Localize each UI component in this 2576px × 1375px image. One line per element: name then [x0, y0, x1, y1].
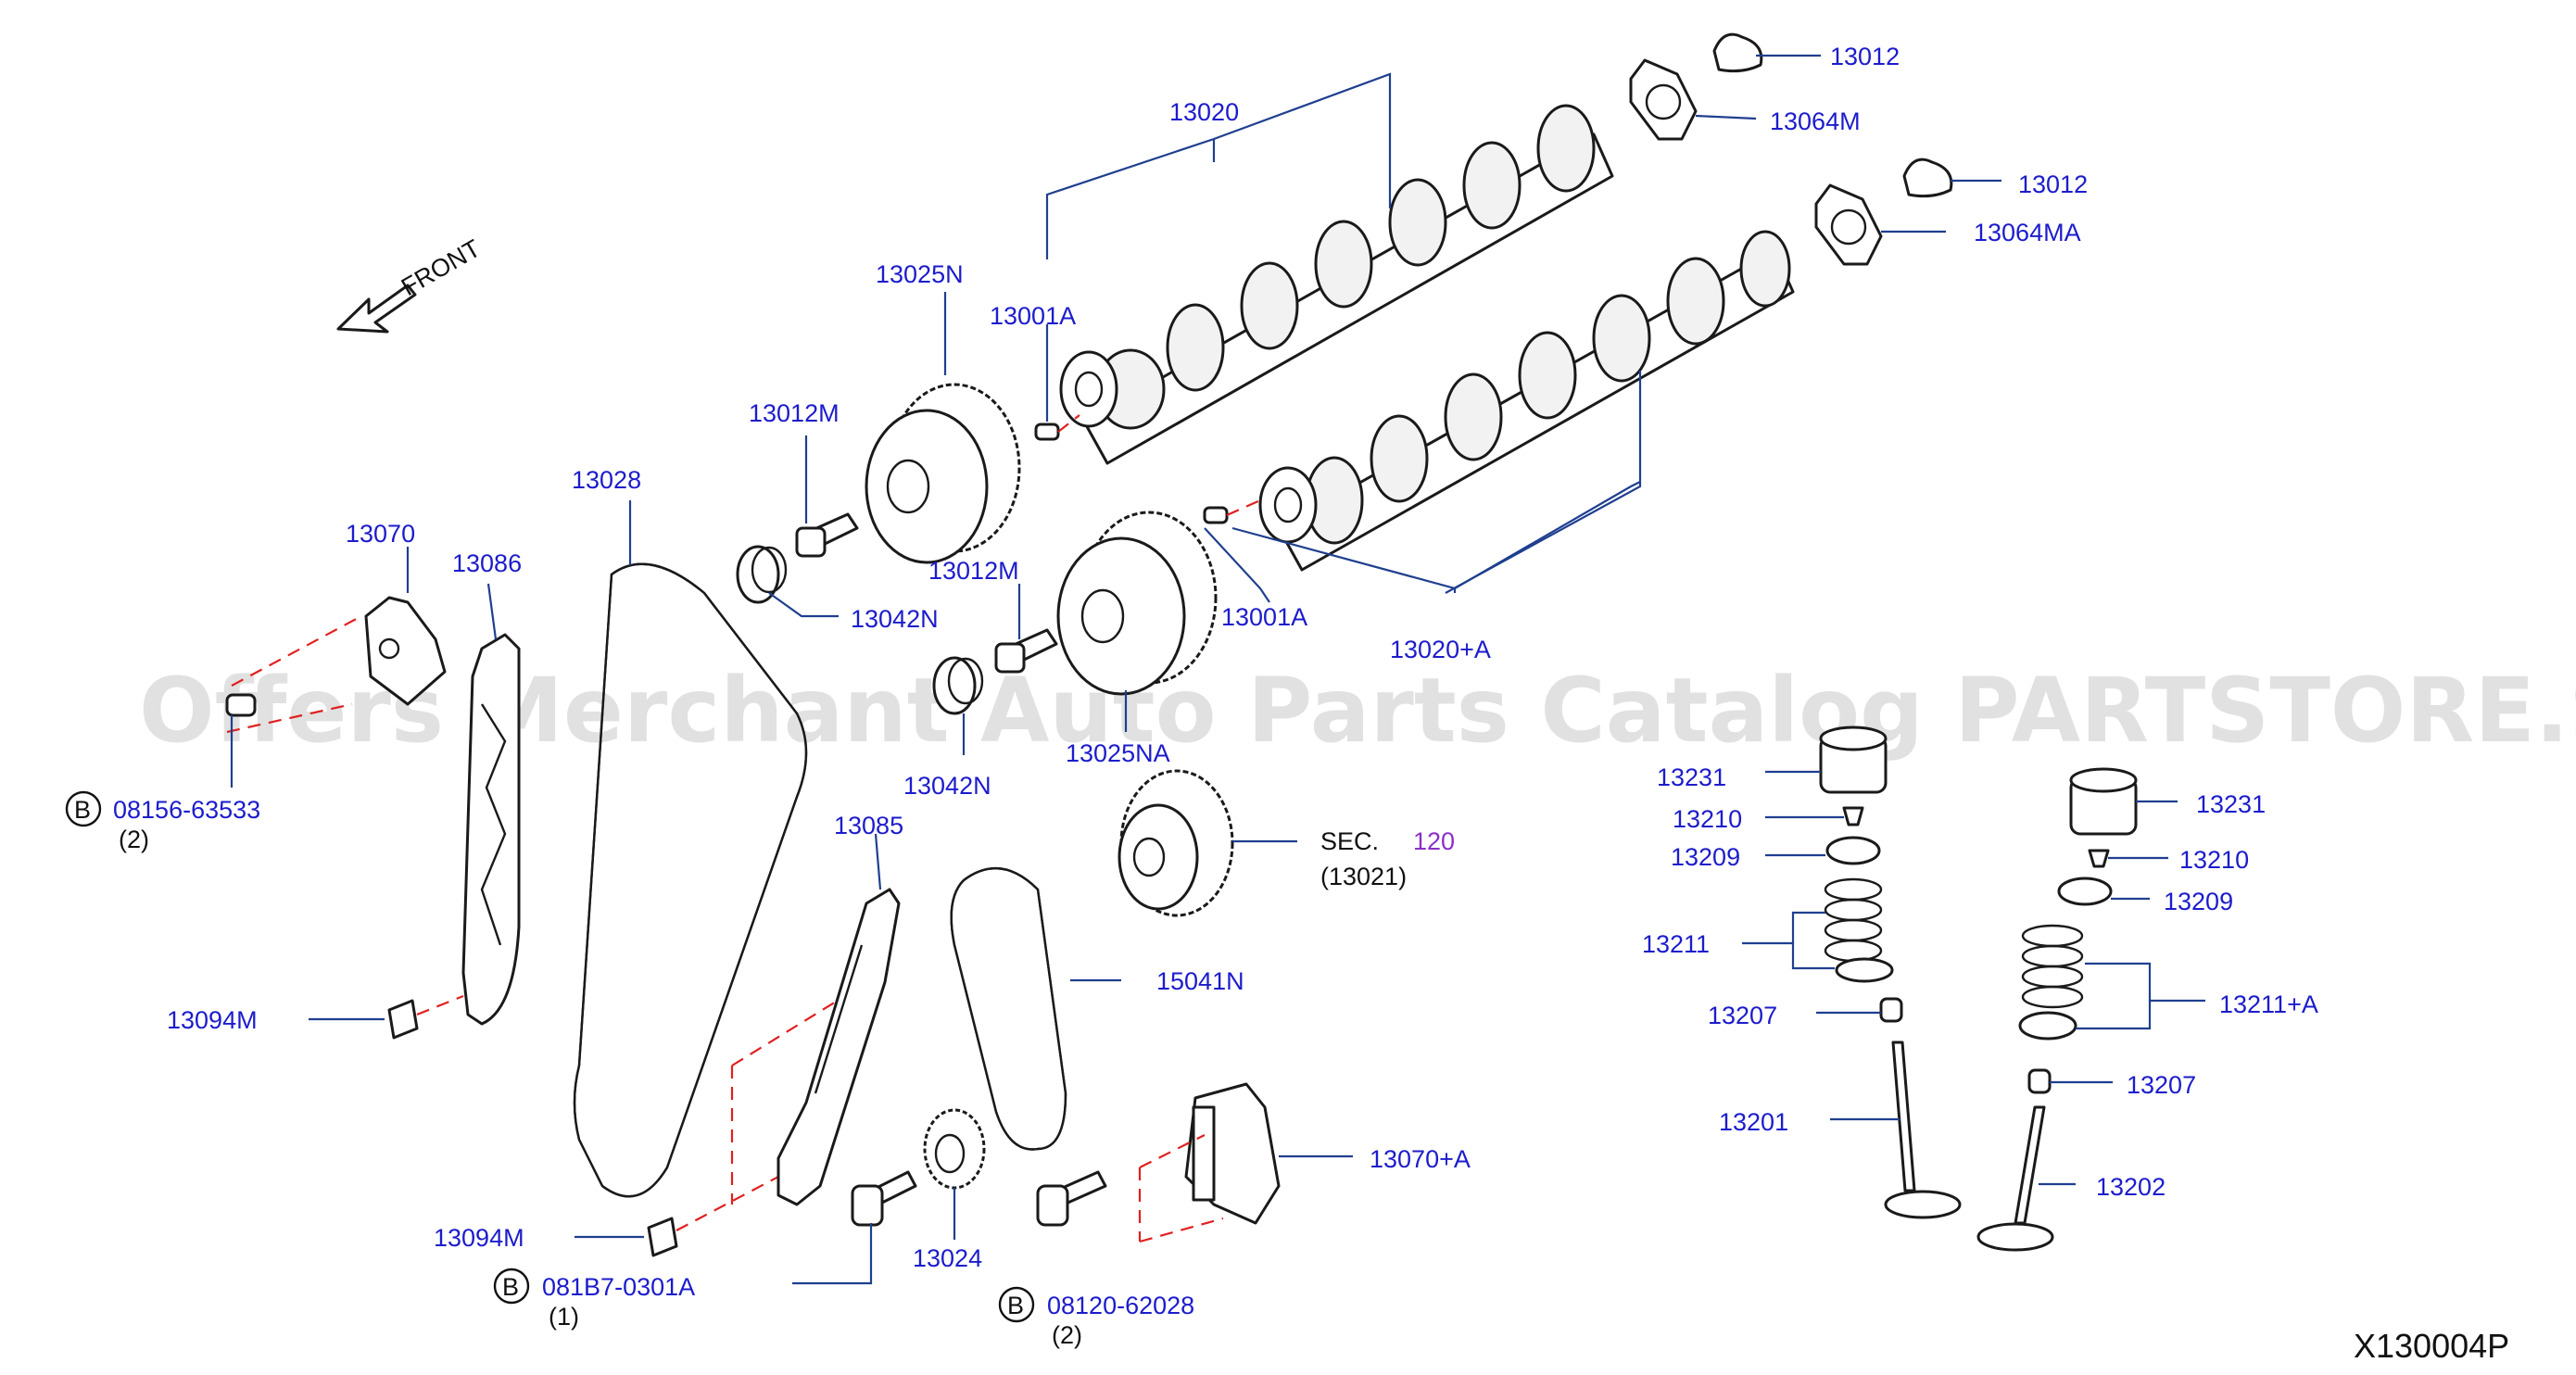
label-13064M: 13064M [1770, 107, 1861, 135]
front-label: FRONT [397, 234, 486, 301]
valve-13201 [1884, 1041, 1962, 1219]
label-13012M-a: 13012M [749, 399, 840, 427]
timing-chain-13028 [573, 562, 808, 1198]
label-13086: 13086 [452, 549, 522, 577]
valve-seal-13207-a [1879, 997, 1903, 1023]
spring-retainer-13209-b [2057, 877, 2113, 906]
dowel-pin-13001A-a [1034, 423, 1060, 441]
label-13001A-b: 13001A [1221, 603, 1307, 631]
valve-seal-13207-b [2027, 1068, 2052, 1094]
valve-collet-13210-a [1842, 806, 1864, 826]
front-arrow-icon [336, 284, 417, 334]
label-15041N: 15041N [1156, 967, 1244, 995]
figure-code: X130004P [2354, 1327, 2509, 1365]
label-13094M-b: 13094M [434, 1224, 524, 1252]
spring-seat-13211 [1835, 957, 1894, 983]
valve-collet-13210-b [2088, 849, 2110, 868]
qty-08156-63533: (2) [119, 826, 149, 853]
label-13211A: 13211+A [2219, 990, 2318, 1018]
pin-13094M-b [647, 1217, 678, 1257]
camshaft-13020A [1258, 230, 1795, 572]
leader-lines [230, 54, 2205, 1285]
label-13012-b: 13012 [2018, 170, 2088, 198]
label-13020A: 13020+A [1390, 636, 1491, 663]
label-13070: 13070 [346, 520, 415, 548]
label-13231-a: 13231 [1657, 763, 1726, 791]
gear-13021 [1118, 769, 1234, 917]
bolt-08120-62028 [1036, 1170, 1107, 1227]
tensioner-13070 [364, 596, 447, 706]
label-13012M-b: 13012M [928, 557, 1019, 585]
seal-13042N-b [932, 656, 984, 715]
signal-plate-13064MA [1814, 183, 1883, 266]
label-081B7-0301A: 081B7-0301A [542, 1273, 695, 1301]
label-13070A: 13070+A [1370, 1145, 1471, 1173]
cap-13012-a [1712, 32, 1763, 73]
label-13012-a: 13012 [1830, 43, 1900, 70]
label-13085: 13085 [834, 812, 903, 839]
label-13025NA: 13025NA [1066, 739, 1170, 767]
label-13207-a: 13207 [1708, 1002, 1777, 1029]
valve-spring-13211A [2021, 924, 2084, 1009]
bolt-marker-08156: B [65, 790, 102, 827]
label-13025N: 13025N [876, 260, 964, 288]
label-08156-63533: 08156-63533 [113, 796, 260, 824]
label-08120-62028: 08120-62028 [1047, 1292, 1194, 1319]
label-13094M-a: 13094M [167, 1006, 258, 1034]
camshaft-13020 [1059, 104, 1614, 465]
seal-13042N-a [736, 545, 788, 604]
valve-lifter-13231-a [1819, 725, 1888, 794]
valve-13202 [1976, 1105, 2054, 1252]
chain-guide-13086 [461, 633, 521, 1026]
bolt-marker-08120: B [998, 1286, 1035, 1323]
bolt-081B7-0301A [851, 1170, 917, 1227]
chain-15041N [950, 867, 1067, 1151]
label-13201: 13201 [1719, 1108, 1788, 1136]
qty-081B7-0301A: (1) [549, 1303, 579, 1331]
bolt-13012M-b [994, 628, 1058, 674]
label-13024: 13024 [913, 1244, 982, 1272]
svg-text:B: B [502, 1273, 519, 1301]
qty-08120-62028: (2) [1052, 1321, 1082, 1349]
label-13209-a: 13209 [1671, 843, 1740, 871]
label-13001A-a: 13001A [990, 302, 1076, 330]
valve-spring-13211 [1824, 877, 1883, 963]
label-13020: 13020 [1169, 98, 1239, 126]
spring-retainer-13209-a [1825, 836, 1881, 865]
sec-ref-prefix: SEC. [1320, 827, 1379, 855]
dowel-pin-13001A-b [1203, 506, 1229, 524]
chain-guide-13085 [777, 888, 901, 1206]
label-13042N-a: 13042N [851, 605, 939, 633]
sec-ref-sub: (13021) [1320, 863, 1407, 890]
label-13210-b: 13210 [2179, 846, 2249, 874]
sec-ref-number: 120 [1413, 827, 1455, 855]
bolt-marker-letter: B [74, 796, 91, 824]
spring-seat-13211A [2018, 1011, 2077, 1041]
label-13207-b: 13207 [2127, 1071, 2196, 1099]
watermark-text: Offers Merchant Auto Parts Catalog PARTS… [139, 659, 2576, 763]
label-13211: 13211 [1642, 930, 1710, 958]
label-13042N-b: 13042N [903, 772, 991, 800]
label-13064MA: 13064MA [1974, 219, 2081, 246]
svg-text:B: B [1007, 1292, 1024, 1319]
bolt-marker-081B7: B [493, 1268, 530, 1305]
signal-plate-13064M [1629, 58, 1698, 141]
sprocket-13025NA [1056, 511, 1218, 696]
pin-13094M-a [387, 999, 419, 1040]
tensioner-13070A [1184, 1082, 1281, 1225]
valve-lifter-13231-b [2069, 767, 2138, 836]
sprocket-13025N [865, 383, 1021, 564]
bolt-08156-63533 [225, 693, 257, 717]
cap-13012-b [1902, 158, 1953, 198]
label-13210-a: 13210 [1673, 805, 1742, 833]
label-13209-b: 13209 [2164, 888, 2233, 915]
bolt-13012M-a [795, 512, 859, 558]
label-13202: 13202 [2096, 1173, 2166, 1201]
label-13028: 13028 [572, 466, 641, 494]
gear-13024 [923, 1108, 986, 1190]
label-13231-b: 13231 [2196, 790, 2266, 818]
